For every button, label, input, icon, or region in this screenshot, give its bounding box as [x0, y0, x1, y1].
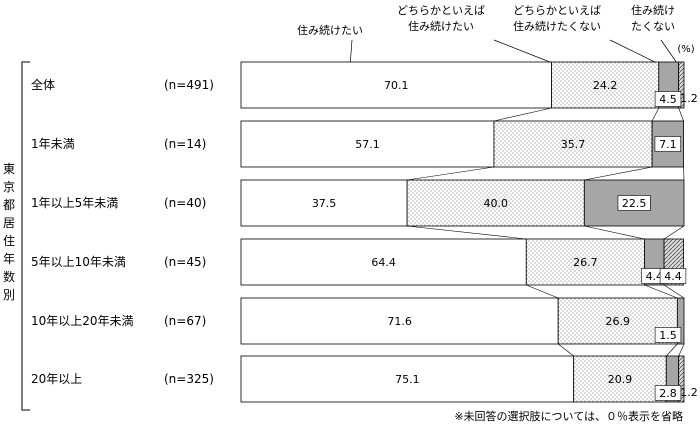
value-label: 22.5: [622, 197, 647, 210]
value-label-box: [654, 136, 682, 152]
connector-line: [663, 284, 685, 299]
value-label: 70.1: [384, 79, 409, 92]
value-label: 35.7: [561, 138, 586, 151]
connector-line: [493, 107, 552, 122]
bar-segment: [676, 297, 685, 345]
value-label-box: [654, 91, 682, 107]
value-label: 20.9: [608, 373, 633, 386]
bar-segment: [240, 297, 559, 345]
connector-line: [407, 225, 527, 240]
category-label: 20年以上: [31, 372, 82, 386]
connector-line: [678, 107, 684, 122]
connector-line: [526, 284, 559, 299]
value-label: 1.2: [680, 386, 698, 399]
category-label: 全体: [31, 77, 55, 92]
connector-line: [663, 225, 685, 240]
category-label: 5年以上10年未満: [31, 255, 126, 269]
connector-line: [584, 225, 645, 240]
value-label: 4.4: [664, 270, 682, 283]
bar-segment: [406, 179, 585, 227]
count-label: (n=325): [164, 372, 214, 386]
bar-segment: [573, 355, 667, 403]
bar-segment: [240, 355, 575, 403]
value-label: 24.2: [593, 79, 618, 92]
legend-label-1: どちらかといえば住み続けたい: [397, 4, 485, 33]
connector-line: [407, 166, 494, 181]
value-label: 64.4: [371, 256, 396, 269]
legend-label-2: どちらかといえば住み続けたくない: [513, 4, 601, 33]
count-label: (n=40): [164, 196, 206, 210]
value-label: 26.9: [606, 315, 631, 328]
value-label: 7.1: [659, 138, 677, 151]
connector-line: [558, 343, 574, 357]
legend-label-3: 住み続けたくない: [631, 3, 675, 33]
bar-segment: [493, 120, 653, 168]
value-label: 26.7: [573, 256, 598, 269]
footnote: ※未回答の選択肢については、０％表示を省略: [454, 409, 683, 423]
count-label: (n=45): [164, 255, 206, 269]
bar-segment: [240, 120, 495, 168]
connector-line: [584, 166, 653, 181]
bar-segment: [678, 61, 685, 109]
legend-label-0: 住み続けたい: [297, 23, 363, 37]
value-label: 4.5: [659, 93, 677, 106]
value-label: 1.5: [659, 329, 677, 342]
count-label: (n=14): [164, 137, 206, 151]
value-label: 71.6: [387, 315, 412, 328]
bar-segment: [240, 61, 552, 109]
category-label: 1年以上5年未満: [31, 196, 118, 210]
bar-segment: [525, 238, 645, 286]
value-label: 75.1: [395, 373, 420, 386]
value-label: 37.5: [312, 197, 337, 210]
category-label: 1年未満: [31, 137, 75, 151]
value-label-box: [654, 385, 682, 401]
bar-segment: [551, 61, 660, 109]
connector-line: [644, 284, 678, 299]
value-label: 4.4: [646, 270, 664, 283]
category-label: 10年以上20年未満: [31, 314, 134, 328]
connector-line: [651, 107, 660, 122]
count-label: (n=491): [164, 78, 214, 92]
group-bracket: [21, 61, 30, 411]
value-label: 57.1: [355, 138, 380, 151]
count-label: (n=67): [164, 314, 206, 328]
value-label-box: [659, 268, 687, 284]
bar-segment: [240, 179, 408, 227]
value-label: 40.0: [483, 197, 508, 210]
value-label-box: [617, 195, 651, 211]
bar-segment: [678, 355, 685, 403]
value-label: 2.8: [659, 387, 677, 400]
group-label: 東京都居住年数別: [3, 162, 15, 302]
value-label: 1.2: [680, 92, 698, 105]
percent-unit: (%): [677, 44, 694, 55]
connector-line: [666, 343, 678, 357]
connector-line: [678, 343, 685, 357]
value-label-box: [654, 327, 682, 343]
